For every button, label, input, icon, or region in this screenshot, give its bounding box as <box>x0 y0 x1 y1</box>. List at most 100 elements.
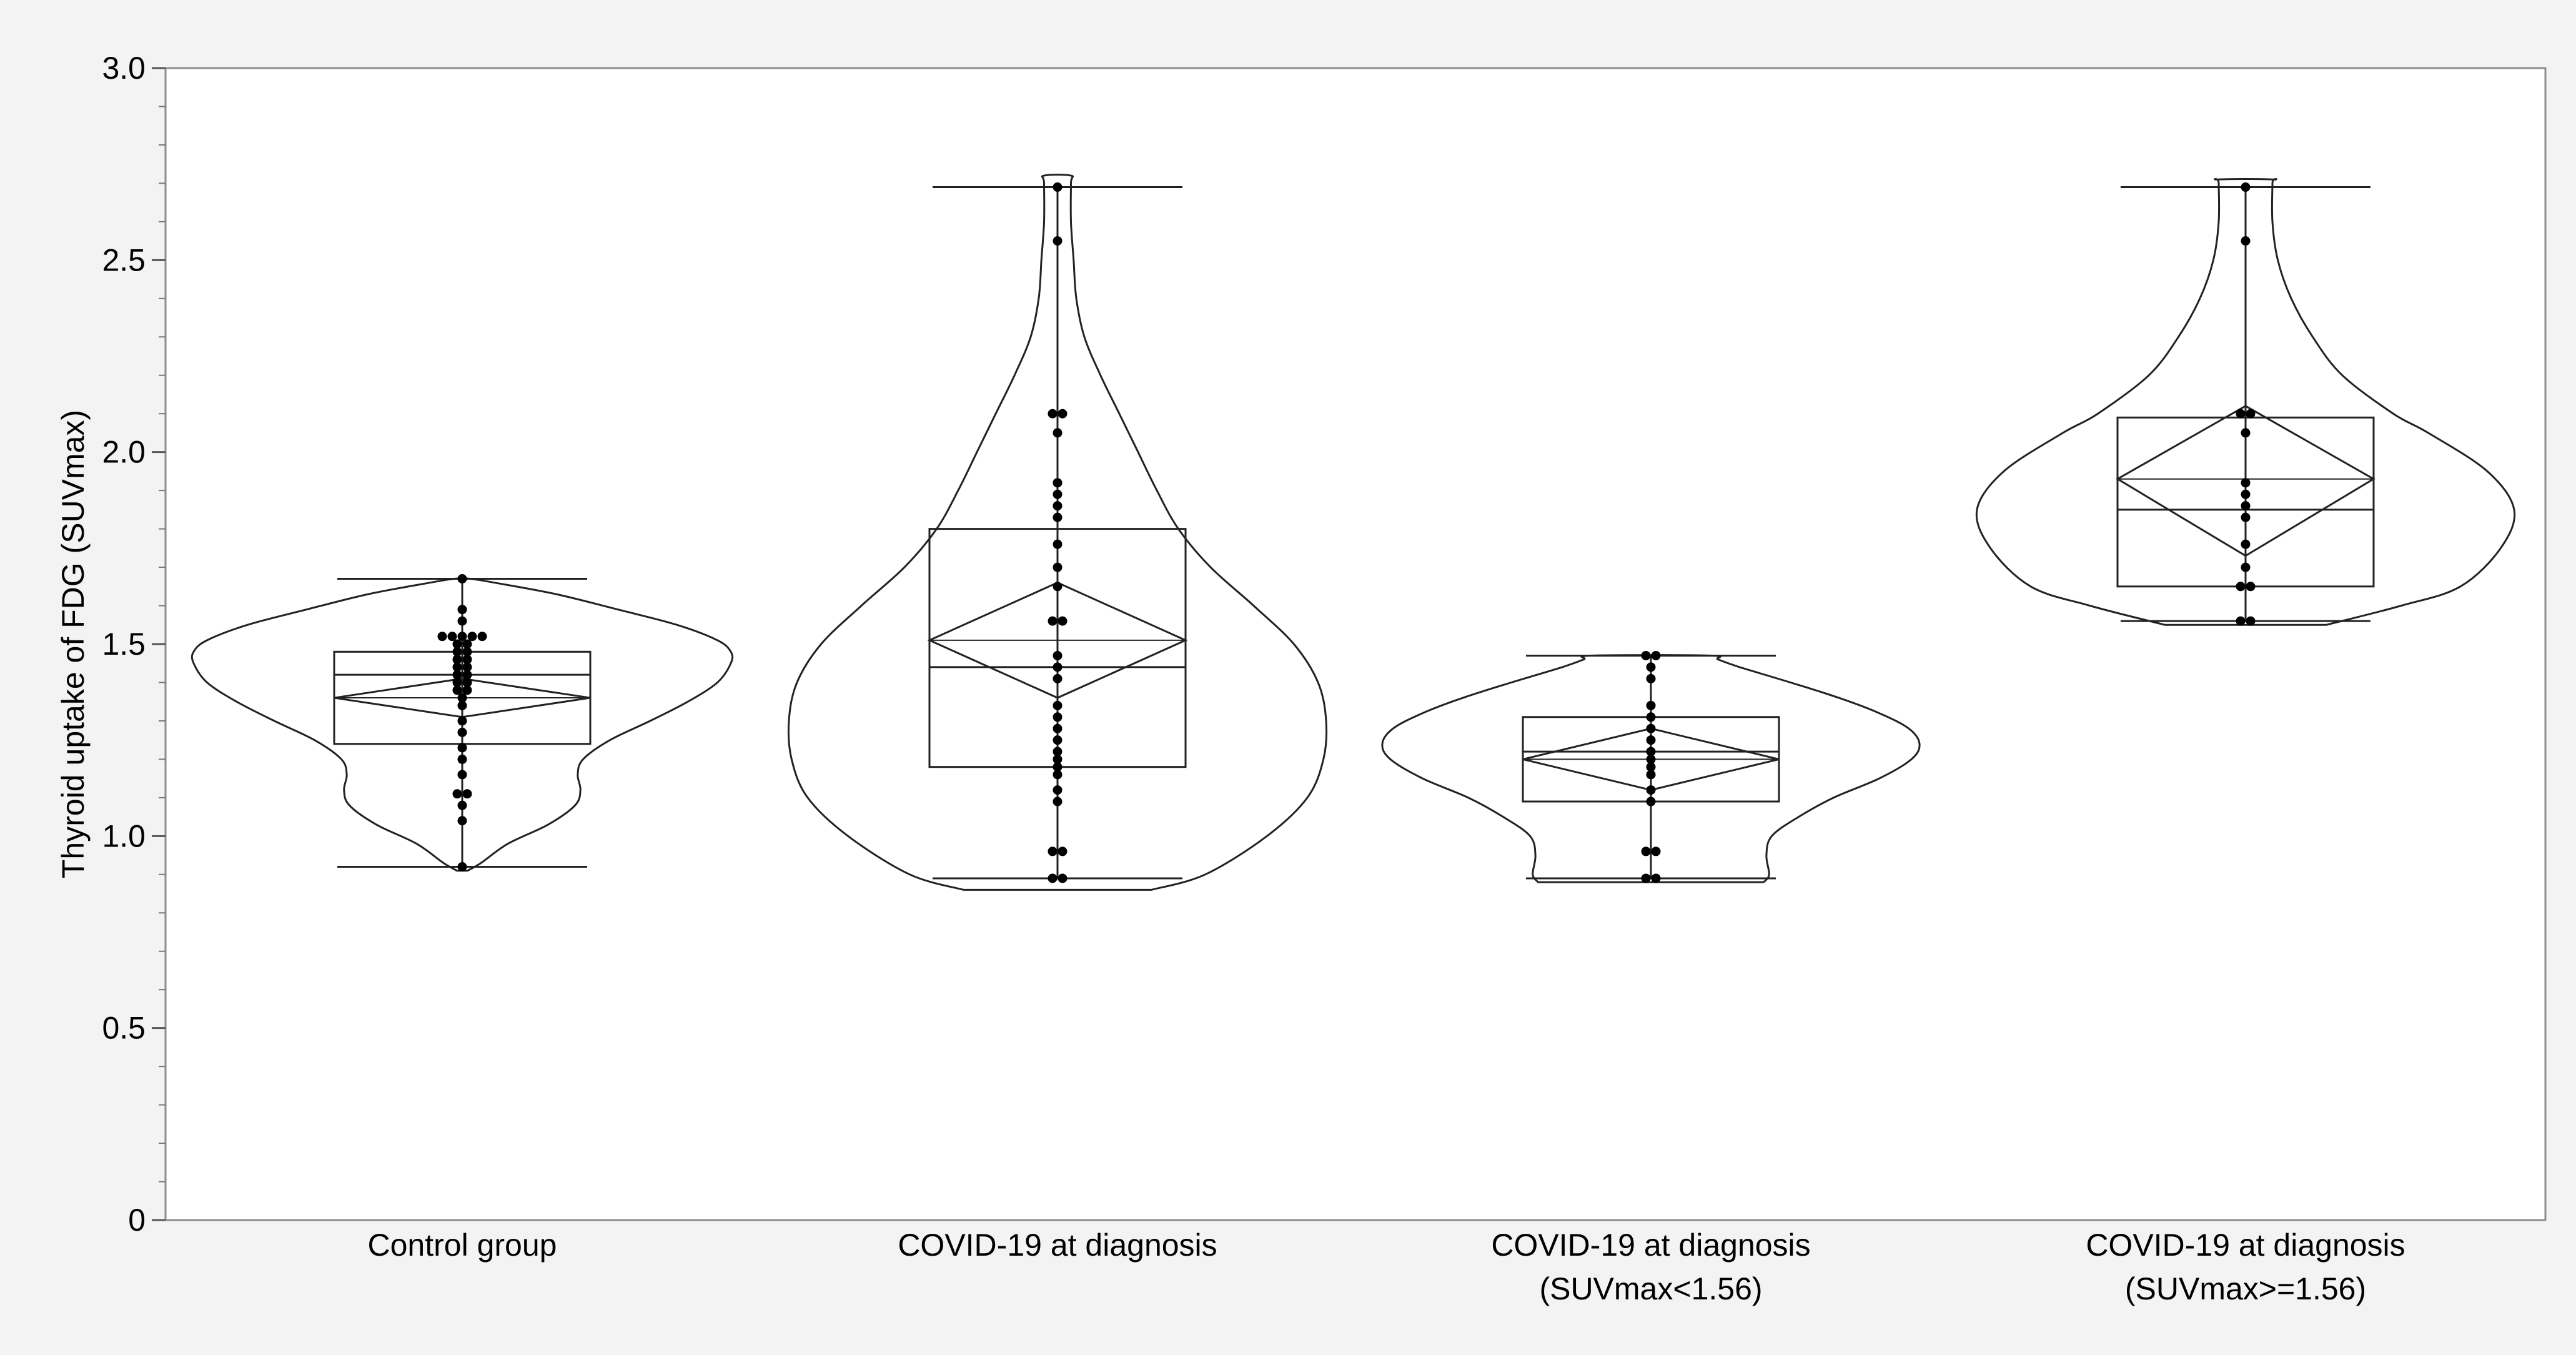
data-point <box>1053 770 1063 780</box>
data-point <box>447 632 457 642</box>
data-point <box>2241 501 2251 511</box>
data-point <box>1646 754 1656 764</box>
data-point <box>477 632 487 642</box>
x-category-label: (SUVmax>=1.56) <box>2125 1271 2366 1306</box>
x-category-label: COVID-19 at diagnosis <box>2086 1228 2405 1263</box>
data-point <box>452 677 462 687</box>
data-point <box>452 655 462 665</box>
data-point <box>1058 873 1068 883</box>
data-point <box>462 655 472 665</box>
data-point <box>2236 616 2246 626</box>
data-point <box>1053 673 1063 683</box>
data-point <box>457 616 467 626</box>
data-point <box>1641 873 1651 883</box>
violin-group <box>1381 650 1921 883</box>
data-point <box>457 862 467 872</box>
x-category-label: Control group <box>368 1228 557 1263</box>
data-point <box>1058 616 1068 626</box>
data-point <box>462 677 472 687</box>
data-point <box>1058 846 1068 856</box>
data-point <box>1053 428 1063 438</box>
iqr-box <box>2116 416 2375 588</box>
data-point <box>457 716 467 726</box>
data-point <box>452 662 462 672</box>
data-point <box>452 685 462 695</box>
data-point <box>462 685 472 695</box>
y-tick-label: 1.5 <box>102 627 146 662</box>
plot-area <box>164 67 2547 1221</box>
y-tick-label: 2.5 <box>102 242 146 277</box>
data-point <box>1646 747 1656 757</box>
data-point <box>1646 712 1656 722</box>
data-point <box>1053 754 1063 764</box>
violin-outline <box>787 174 1328 891</box>
data-point <box>2241 236 2251 246</box>
data-point <box>1053 539 1063 549</box>
data-point <box>1053 747 1063 757</box>
data-point <box>452 647 462 657</box>
data-point <box>1646 673 1656 683</box>
x-axis: Control group COVID-19 at diagnosis COVID-… <box>368 1228 2405 1306</box>
violin-outline <box>1975 177 2516 626</box>
violin-group <box>191 574 734 872</box>
data-point <box>457 605 467 615</box>
x-category-label: (SUVmax<1.56) <box>1539 1271 1762 1306</box>
data-point <box>457 743 467 753</box>
data-point <box>1048 846 1058 856</box>
data-point <box>2241 539 2251 549</box>
y-axis: 00.51.01.52.02.53.0 <box>102 51 166 1238</box>
violin-group <box>1975 177 2516 626</box>
y-tick-label: 2.0 <box>102 435 146 470</box>
data-point <box>1651 873 1661 883</box>
y-tick-label: 3.0 <box>102 51 146 86</box>
data-point <box>1641 650 1651 660</box>
data-point <box>2241 182 2251 192</box>
data-point <box>1053 785 1063 795</box>
data-point <box>2246 582 2256 592</box>
data-point <box>457 632 467 642</box>
data-point <box>1053 489 1063 499</box>
y-tick-label: 0 <box>128 1203 146 1238</box>
data-point <box>457 754 467 764</box>
data-point <box>1053 512 1063 522</box>
data-point <box>1053 182 1063 192</box>
data-point <box>457 816 467 826</box>
x-category-label: COVID-19 at diagnosis <box>1491 1228 1810 1263</box>
data-point <box>457 727 467 737</box>
data-point <box>1646 735 1656 745</box>
data-point <box>2236 409 2246 419</box>
data-point <box>2241 489 2251 499</box>
x-category-label: COVID-19 at diagnosis <box>898 1228 1217 1263</box>
data-point <box>452 670 462 680</box>
data-point <box>1646 662 1656 672</box>
data-point <box>1646 770 1656 780</box>
data-point <box>1053 762 1063 772</box>
data-point <box>1646 700 1656 710</box>
data-point <box>1646 785 1656 795</box>
data-point <box>457 693 467 703</box>
data-point <box>467 632 477 642</box>
violin-group <box>787 174 1328 891</box>
data-point <box>1048 873 1058 883</box>
data-point <box>1048 409 1058 419</box>
data-point <box>1058 409 1068 419</box>
data-point <box>2246 409 2256 419</box>
data-point <box>1641 846 1651 856</box>
y-axis-title: Thyroid uptake of FDG (SUVmax) <box>56 410 91 878</box>
data-point <box>457 770 467 780</box>
data-point <box>437 632 447 642</box>
data-point <box>1053 582 1063 592</box>
data-point <box>457 574 467 584</box>
data-point <box>462 662 472 672</box>
data-point <box>2241 562 2251 572</box>
data-point <box>1053 712 1063 722</box>
data-point <box>457 800 467 810</box>
data-point <box>1651 846 1661 856</box>
data-point <box>1646 797 1656 807</box>
data-point <box>2241 428 2251 438</box>
data-point <box>462 789 472 799</box>
data-point <box>1053 478 1063 488</box>
data-point <box>1053 236 1063 246</box>
